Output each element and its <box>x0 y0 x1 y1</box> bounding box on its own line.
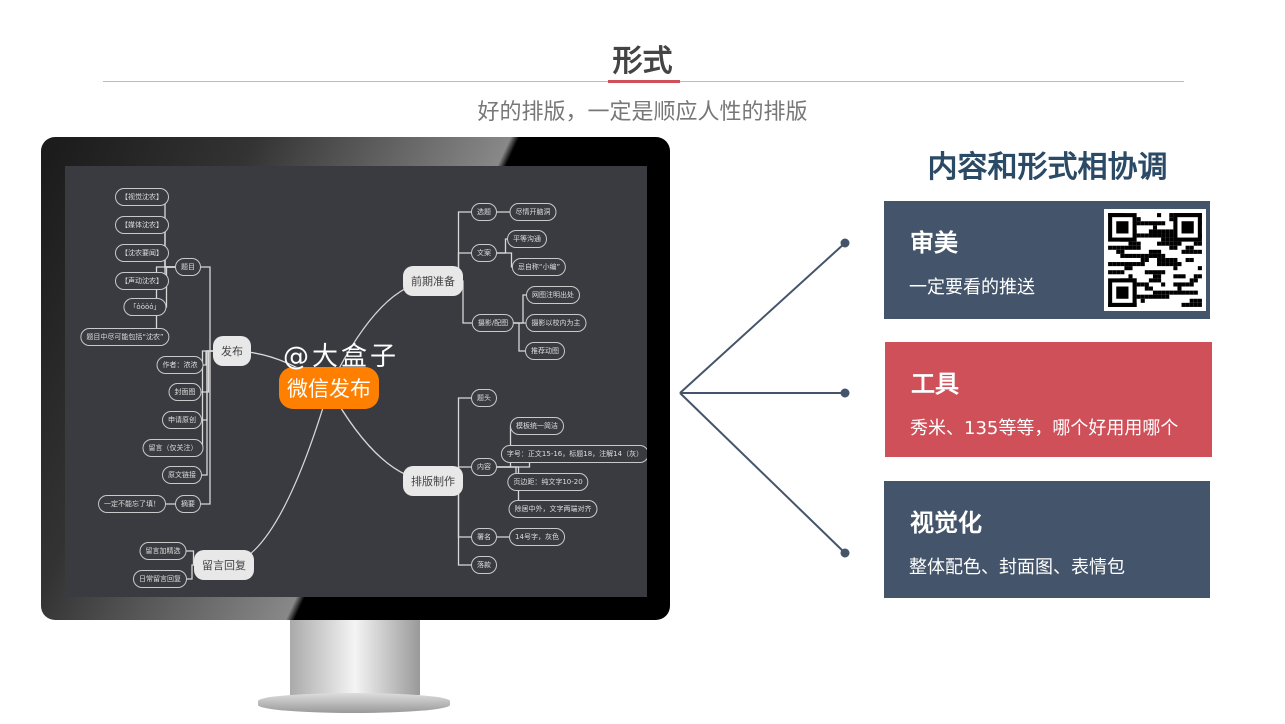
mindmap-node: 署名 <box>471 528 497 546</box>
mindmap-node: 留言回复 <box>194 550 254 580</box>
card-tools: 工具 秀米、135等等，哪个好用用哪个 <box>885 342 1212 457</box>
mindmap-node: 网图注明出处 <box>526 286 580 304</box>
mindmap-node: 忌自称“小编” <box>511 258 567 276</box>
slide-title: 形式 <box>612 44 673 79</box>
card-heading: 工具 <box>911 370 959 398</box>
mindmap-node: 文案 <box>471 244 497 262</box>
mindmap-node: 字号：正文15-16，标题18，注解14（灰） <box>500 445 647 463</box>
card-visualization: 视觉化 整体配色、封面图、表情包 <box>884 481 1210 598</box>
card-text: 一定要看的推送 <box>909 277 1035 298</box>
mindmap-node: 前期准备 <box>403 266 463 296</box>
monitor-base <box>258 693 450 713</box>
mindmap-node: 内容 <box>471 458 497 476</box>
mindmap-node: 摄影以校内为主 <box>525 314 587 332</box>
card-heading: 视觉化 <box>910 509 982 537</box>
mindmap-node: 留言（仅关注） <box>142 439 204 457</box>
mindmap-node: 申请原创 <box>162 411 202 429</box>
mindmap-node: 摘要 <box>175 495 201 513</box>
mindmap-node: 题目中尽可能包括“沈农” <box>80 328 170 346</box>
mindmap-node: 封面图 <box>168 383 202 401</box>
mindmap-node: 尽情开脑洞 <box>509 203 557 221</box>
mindmap-node: 摄影/配图 <box>471 314 515 332</box>
card-heading: 审美 <box>910 229 958 257</box>
mindmap-node: 除居中外，文字两端对齐 <box>508 500 598 518</box>
mindmap-node: 【声动沈农】 <box>115 272 169 290</box>
right-heading: 内容和形式相协调 <box>927 150 1168 185</box>
mindmap-node: 落款 <box>471 556 497 574</box>
mindmap-node: 留言加精选 <box>139 542 187 560</box>
title-accent-underline <box>608 80 680 83</box>
mindmap-node: 选题 <box>471 203 497 221</box>
card-text: 秀米、135等等，哪个好用用哪个 <box>910 418 1179 439</box>
mindmap-node: 【沈农要闻】 <box>115 244 169 262</box>
monitor-stand <box>290 620 420 695</box>
mindmap-node: 题目 <box>175 258 201 276</box>
mindmap-node: 作者：浓浓 <box>156 356 204 374</box>
mindmap-node: 日常留言回复 <box>133 570 187 588</box>
mindmap-node: 14号字，灰色 <box>509 528 565 546</box>
mindmap-node: 原文链接 <box>162 466 202 484</box>
mindmap-node: 「ὁὁὁὁ」 <box>123 298 167 316</box>
mindmap-node: 页边距：纯文字10-20 <box>507 473 589 491</box>
qr-code-icon <box>1104 209 1206 311</box>
mindmap-root-node: 微信发布 <box>279 367 379 409</box>
mindmap-node: 【媒体沈农】 <box>115 216 169 234</box>
mindmap-node: 【视觉沈农】 <box>115 188 169 206</box>
mindmap-node: 题头 <box>471 389 497 407</box>
watermark: @大盒子 <box>283 342 400 372</box>
mindmap-screen: 微信发布发布 题目 【视觉沈农】【媒体沈农】【沈农要闻】【声动沈农】「ὁὁὁὁ」题目… <box>65 166 647 597</box>
slide-subtitle: 好的排版，一定是顺应人性的排版 <box>477 100 808 125</box>
mindmap-node: 排版制作 <box>403 466 463 496</box>
mindmap-node: 模板统一简洁 <box>510 417 564 435</box>
card-aesthetics: 审美 一定要看的推送 <box>884 201 1210 319</box>
mindmap-node: 平等沟通 <box>507 230 547 248</box>
mindmap-node: 推荐动图 <box>525 342 565 360</box>
mindmap-node: 发布 <box>213 336 251 366</box>
card-text: 整体配色、封面图、表情包 <box>909 557 1125 578</box>
mindmap-node: 一定不能忘了填！ <box>98 495 166 513</box>
